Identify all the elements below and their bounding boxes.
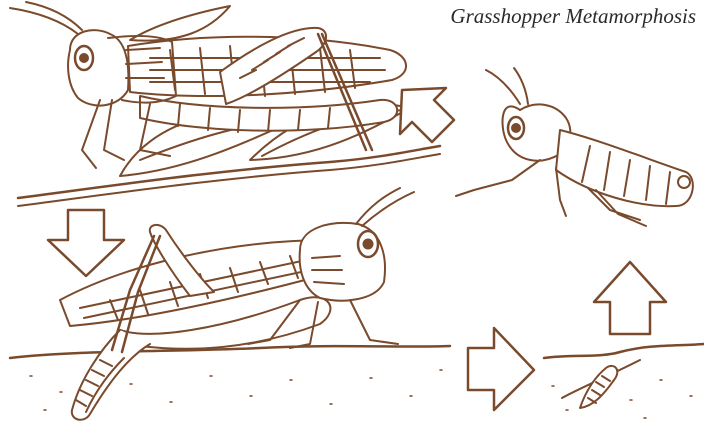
arrow-up-left bbox=[400, 88, 454, 142]
egg-pod-illustration bbox=[544, 344, 704, 418]
arrow-down bbox=[48, 210, 124, 276]
adult-grasshopper-illustration bbox=[10, 2, 440, 206]
nymph-illustration bbox=[456, 68, 693, 226]
arrow-up bbox=[594, 262, 666, 334]
arrow-right bbox=[468, 328, 534, 410]
